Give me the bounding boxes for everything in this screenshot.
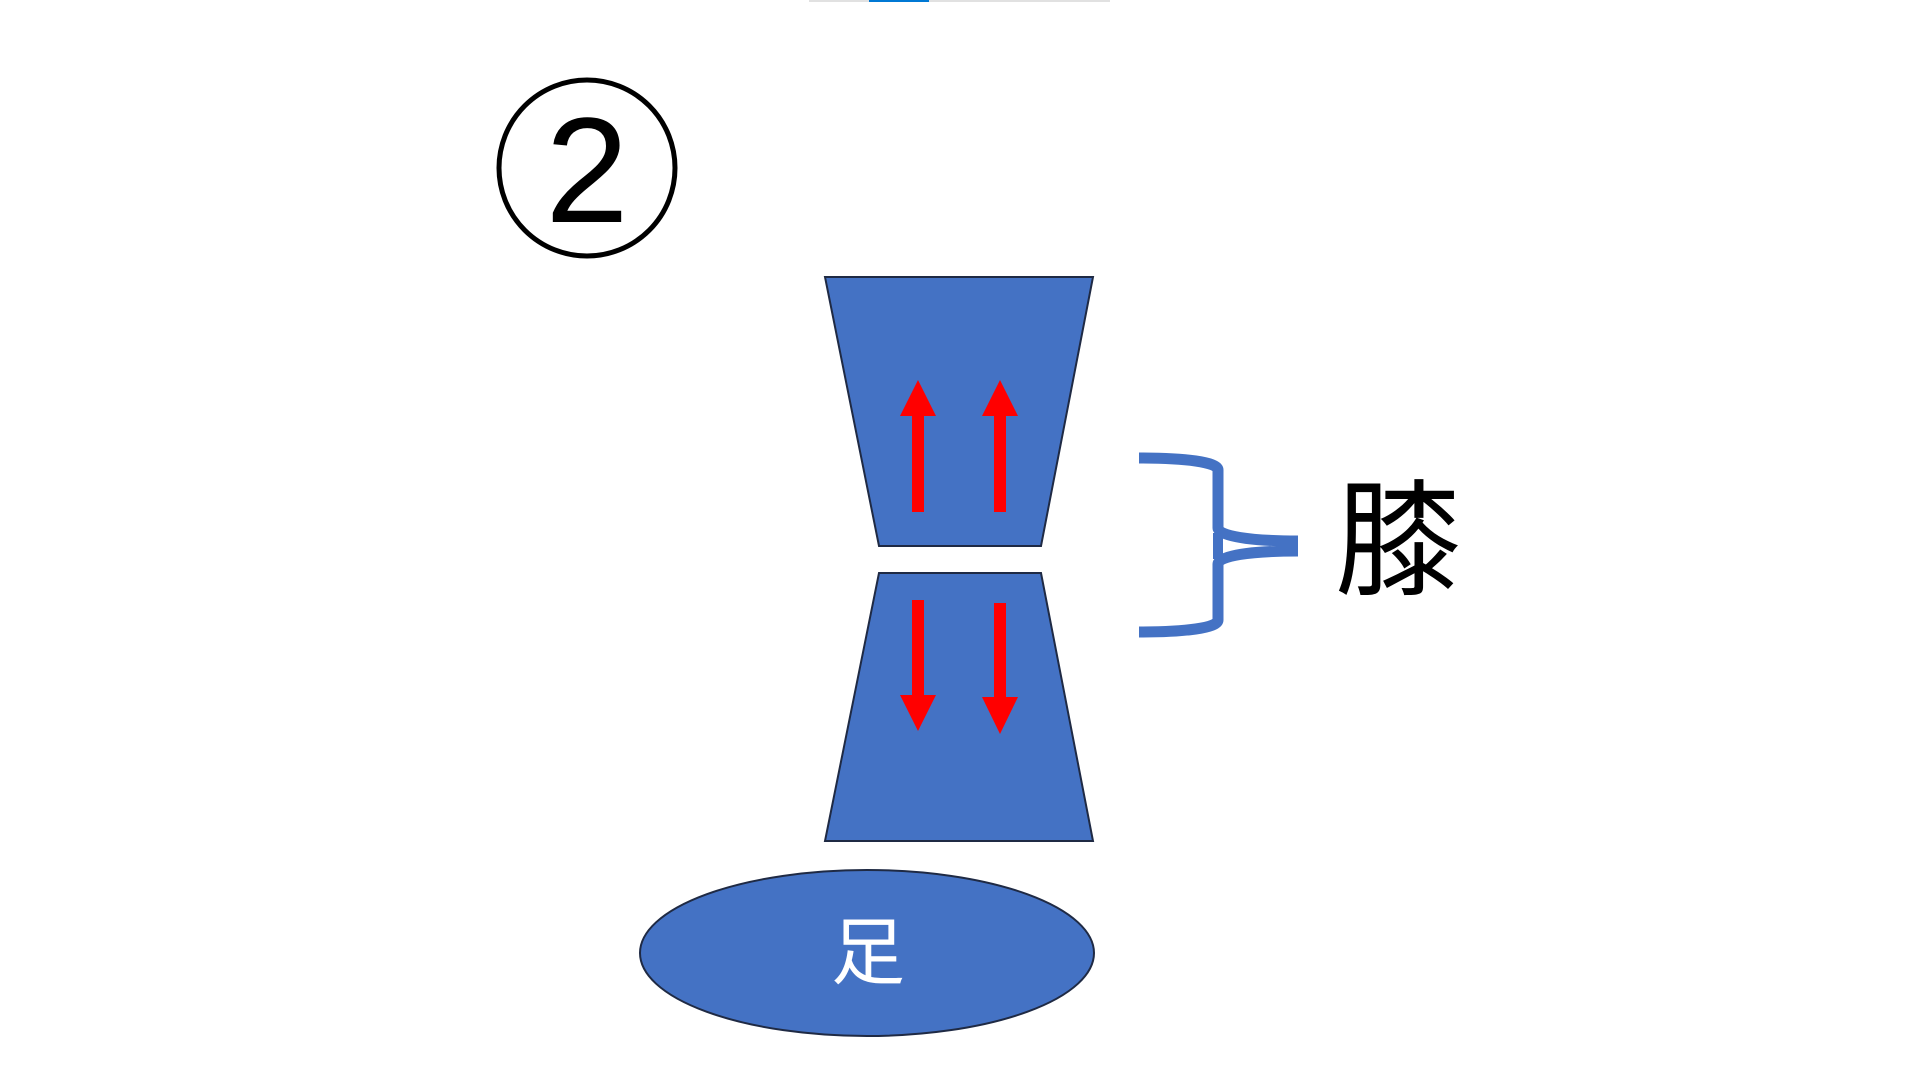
knee-label: 膝 [1335, 468, 1461, 615]
scrollbar-thumb[interactable] [869, 0, 929, 2]
step-number-badge: 2 [496, 77, 678, 259]
up-arrow-icon [982, 380, 1018, 512]
down-arrow-icon [900, 600, 936, 731]
foot-shape [639, 869, 1095, 1037]
upper-leg-shape [823, 276, 1095, 547]
horizontal-scrollbar[interactable] [809, 0, 1110, 2]
right-brace [1138, 452, 1299, 638]
step-circle [496, 77, 678, 259]
lower-leg-shape [823, 572, 1095, 842]
up-arrow-icon [900, 380, 936, 512]
foot-label: 足 [831, 910, 905, 996]
down-arrow-icon [982, 603, 1018, 734]
brace-center [1213, 533, 1223, 559]
step-number: 2 [545, 86, 628, 254]
